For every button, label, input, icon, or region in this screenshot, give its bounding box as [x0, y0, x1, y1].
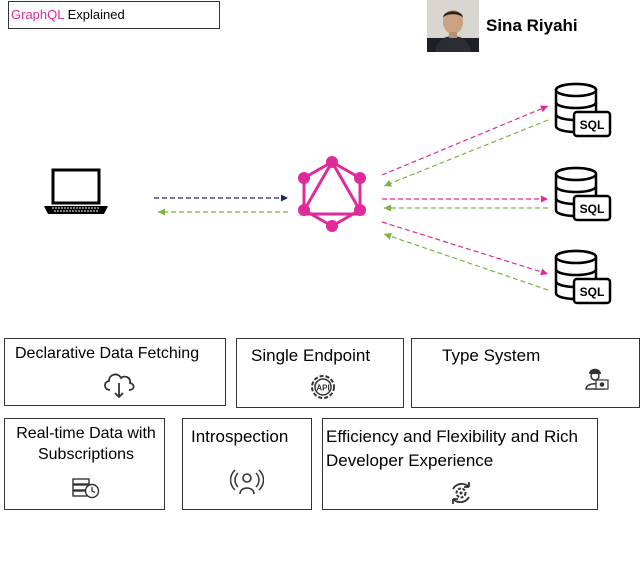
title-highlight: GraphQL [11, 7, 64, 22]
avatar [427, 0, 479, 52]
svg-text:API: API [316, 384, 329, 393]
feature-label: Efficiency and Flexibility and Rich Deve… [326, 427, 578, 470]
server-clock-icon [72, 478, 100, 499]
feature-label: Real-time Data with Subscriptions [16, 425, 156, 463]
database-sql-icon: SQL [554, 249, 612, 305]
engineer-icon [585, 368, 609, 390]
database-sql-icon: SQL [554, 166, 612, 222]
feature-label: Declarative Data Fetching [15, 345, 200, 362]
feature-label: Introspection [191, 427, 289, 446]
title-rest: Explained [64, 7, 125, 22]
db-label: SQL [580, 118, 605, 132]
page-title: GraphQL Explained [8, 1, 220, 29]
feature-declarative-data-fetching: Declarative Data Fetching [4, 338, 226, 406]
feature-type-system: Type System [411, 338, 640, 408]
db3-response-arrow [383, 232, 549, 291]
db1-response-arrow [383, 119, 549, 187]
laptop-icon [44, 168, 108, 214]
feature-introspection: Introspection [182, 418, 312, 510]
graphql-logo-icon [298, 156, 366, 232]
gear-cycle-icon [452, 482, 470, 504]
person-broadcast-icon [230, 469, 264, 495]
feature-efficiency-flexibility: Efficiency and Flexibility and Rich Deve… [322, 418, 598, 510]
database-sql-icon: SQL [554, 82, 612, 138]
db-label: SQL [580, 202, 605, 216]
api-gear-icon: API [311, 375, 335, 399]
db1-request-arrow [381, 105, 549, 176]
db3-request-arrow [381, 221, 549, 276]
feature-label: Type System [442, 346, 541, 365]
feature-label: Single Endpoint [251, 346, 371, 365]
feature-single-endpoint: Single Endpoint API [236, 338, 404, 408]
cloud-download-icon [104, 373, 135, 399]
db-label: SQL [580, 285, 605, 299]
feature-real-time-subscriptions: Real-time Data with Subscriptions [4, 418, 165, 510]
author-name: Sina Riyahi [486, 16, 578, 35]
architecture-diagram: SQL SQL SQL [44, 82, 612, 305]
